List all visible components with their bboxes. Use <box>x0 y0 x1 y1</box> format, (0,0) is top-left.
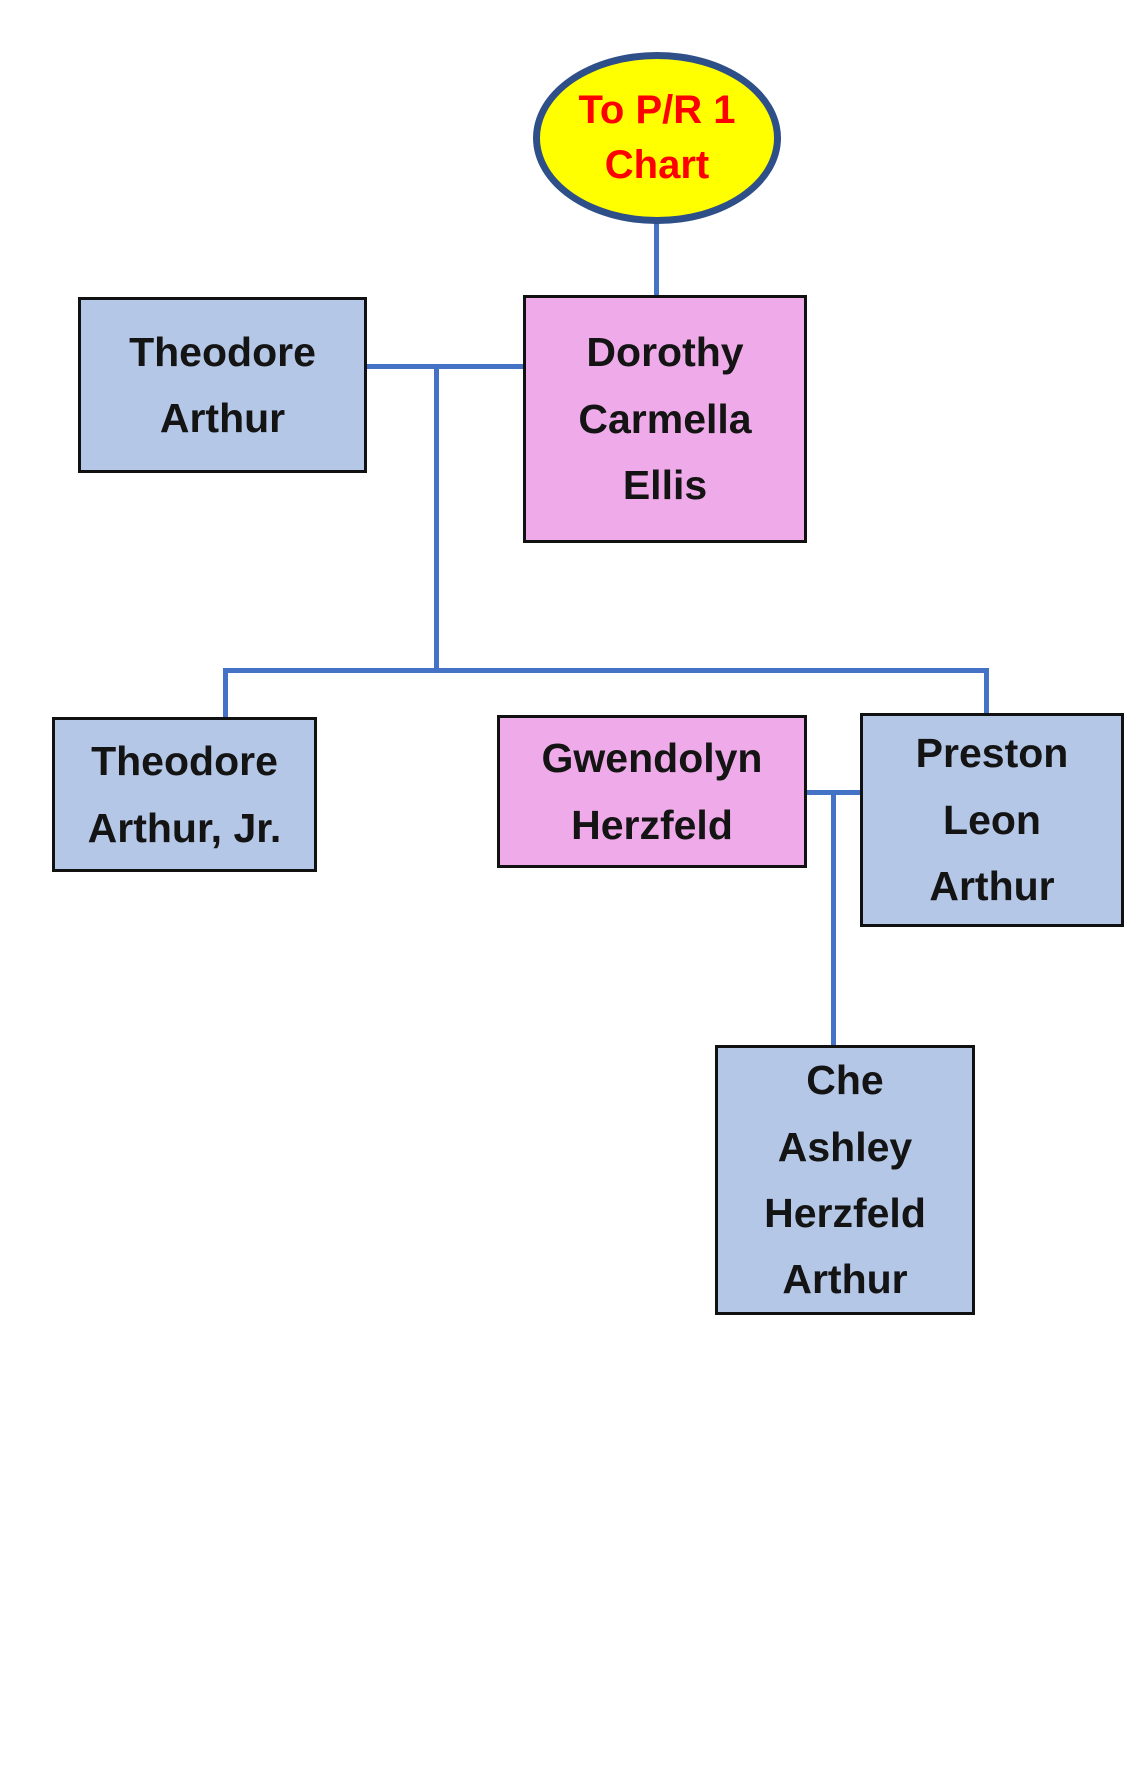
person-name-line: Arthur <box>782 1256 908 1303</box>
person-name-line: Herzfeld <box>764 1190 926 1236</box>
person-name-line: Preston <box>915 730 1069 777</box>
person-node-gwendolyn-herzfeld: Gwendolyn Herzfeld <box>497 715 807 868</box>
person-name-line: Herzfeld <box>571 801 733 848</box>
person-node-theodore-arthur-jr: Theodore Arthur, Jr. <box>52 717 317 872</box>
connector-drop-to-preston <box>984 668 989 716</box>
person-name-line: Carmella <box>578 395 752 442</box>
to-pr1-chart-node[interactable]: To P/R 1 Chart <box>533 52 781 224</box>
person-name-line: Arthur <box>159 395 286 441</box>
person-name-line: Dorothy <box>586 329 744 376</box>
person-name-line: Arthur <box>929 863 1055 910</box>
chart-ref-line: To P/R 1 <box>578 87 736 132</box>
person-name-line: Arthur, Jr. <box>87 804 282 851</box>
connector-theodore-dorothy-union <box>367 364 525 369</box>
person-name-line: Che <box>806 1057 884 1104</box>
person-node-che-ashley-herzfeld-arthur: Che Ashley Herzfeld Arthur <box>715 1045 975 1315</box>
chart-ref-line: Chart <box>604 143 710 187</box>
person-node-preston-leon-arthur: Preston Leon Arthur <box>860 713 1124 927</box>
connector-children-rail <box>223 668 989 673</box>
person-node-theodore-arthur: Theodore Arthur <box>78 297 367 473</box>
person-node-dorothy-carmella-ellis: Dorothy Carmella Ellis <box>523 295 807 543</box>
person-name-line: Ellis <box>622 462 708 509</box>
person-name-line: Gwendolyn <box>541 735 763 782</box>
connector-drop-to-jr <box>223 668 228 720</box>
person-name-line: Theodore <box>91 738 278 785</box>
person-name-line: Ashley <box>777 1123 913 1170</box>
connector-ellipse-to-dorothy <box>654 222 659 298</box>
connector-drop-to-che <box>831 790 836 1048</box>
person-name-line: Theodore <box>129 328 316 375</box>
person-name-line: Leon <box>943 796 1041 843</box>
connector-union-drop <box>434 364 439 673</box>
